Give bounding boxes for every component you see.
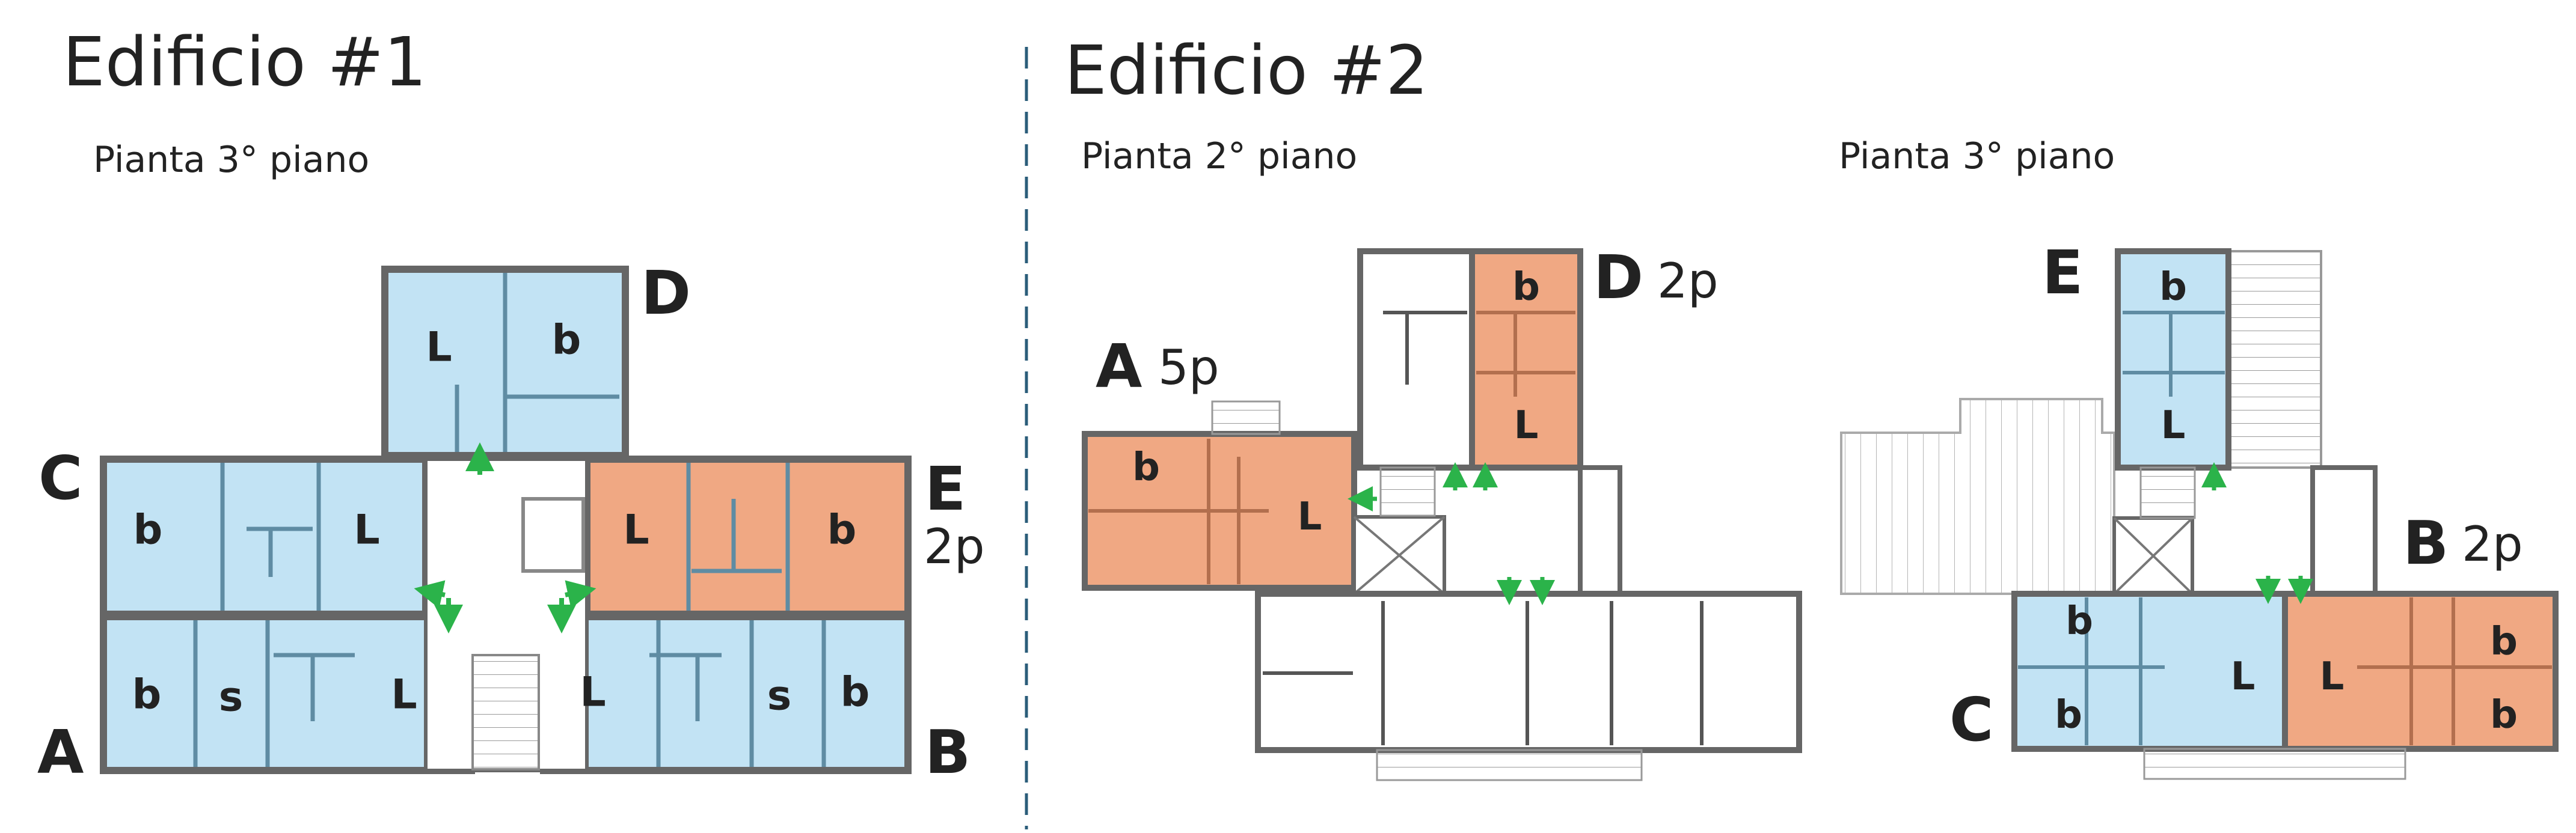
building-2-floor-2-plan — [1082, 248, 1802, 781]
room-label-b: b — [1512, 265, 1540, 310]
unit-E-occupants: 2p — [924, 519, 985, 575]
unit-label-C: C — [1949, 685, 1994, 755]
room-label-b: b — [2055, 693, 2082, 737]
unit-label-E: E — [2042, 237, 2084, 308]
unit-A-occupants: 5p — [1158, 340, 1219, 395]
room-label-b: b — [2159, 265, 2187, 310]
unit-E-area[interactable] — [2115, 248, 2231, 471]
unit-label-E: E — [925, 454, 966, 524]
unit-label-B: B — [2403, 508, 2449, 578]
room-label-L: L — [2161, 403, 2186, 448]
unit-label-A: A — [1096, 331, 1142, 401]
room-label-s: s — [767, 673, 791, 720]
room-label-s: s — [219, 674, 243, 721]
unit-label-B: B — [925, 717, 971, 787]
room-label-L: L — [1514, 403, 1539, 448]
unit-D-occupants: 2p — [1657, 253, 1719, 309]
room-label-L: L — [2320, 654, 2344, 699]
room-label-b: b — [133, 507, 163, 554]
room-label-L: L — [391, 671, 417, 719]
unit-B-area[interactable] — [2282, 591, 2559, 752]
room-label-L: L — [2231, 654, 2256, 699]
unit-B-occupants: 2p — [2462, 516, 2523, 572]
building-1-plan — [100, 266, 912, 774]
room-label-L: L — [354, 507, 379, 554]
room-label-L: L — [426, 324, 452, 371]
room-label-b: b — [827, 507, 857, 554]
room-label-b: b — [2490, 693, 2518, 737]
unit-label-A: A — [37, 717, 84, 787]
building-2-floor-2-label: Pianta 2° piano — [1081, 135, 1358, 177]
building-2-title: Edificio #2 — [1064, 32, 1429, 110]
building-1-floor-3-label: Pianta 3° piano — [93, 139, 370, 181]
unit-label-C: C — [38, 443, 83, 513]
room-label-b: b — [2065, 599, 2093, 644]
room-label-b: b — [552, 317, 581, 364]
room-label-L: L — [580, 669, 606, 716]
room-label-L: L — [1298, 495, 1322, 539]
building-2-floor-3-label: Pianta 3° piano — [1839, 135, 2115, 177]
building-2-floor-3-plan — [1840, 248, 2559, 780]
room-label-b: b — [841, 669, 870, 716]
unit-C-area[interactable] — [100, 456, 429, 618]
room-label-L: L — [623, 507, 649, 554]
unit-D-area[interactable] — [1469, 248, 1583, 471]
room-label-b: b — [1132, 445, 1160, 490]
unit-label-D: D — [1593, 242, 1644, 313]
room-label-b: b — [132, 671, 162, 719]
unit-label-D: D — [641, 258, 692, 328]
building-1-title: Edificio #1 — [63, 23, 427, 102]
room-label-b: b — [2490, 620, 2518, 664]
